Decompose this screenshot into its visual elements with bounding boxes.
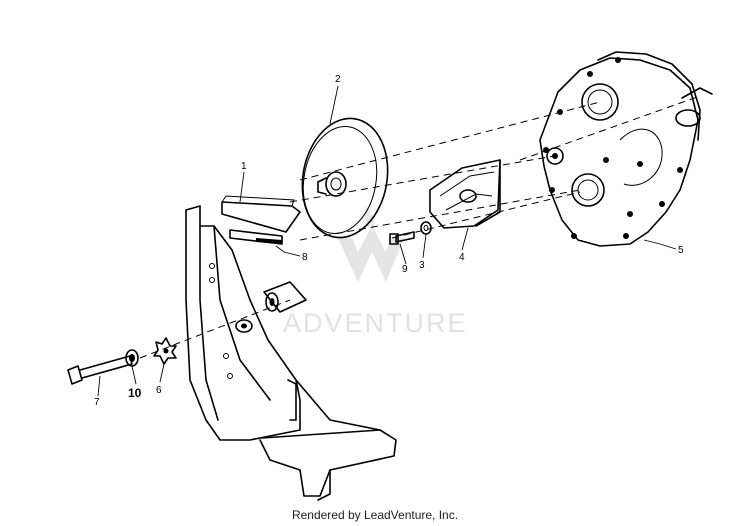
callout-4: 4 — [459, 252, 465, 263]
drive-pulley-disc — [301, 117, 389, 239]
main-frame — [185, 205, 397, 501]
star-washer — [153, 337, 177, 365]
angle-bracket — [221, 195, 301, 233]
callout-1: 1 — [241, 161, 247, 172]
bolt-and-washer — [389, 221, 432, 245]
callout-10: 10 — [128, 386, 142, 400]
mounting-bracket — [429, 159, 501, 229]
watermark-logo-icon — [338, 226, 404, 282]
spacer-plate — [229, 229, 283, 245]
leader-lines — [97, 85, 677, 397]
callout-8: 8 — [302, 252, 308, 263]
callout-2: 2 — [335, 74, 341, 85]
callout-9: 9 — [402, 264, 408, 275]
callout-7: 7 — [94, 397, 100, 408]
callout-3: 3 — [419, 260, 425, 271]
callout-5: 5 — [678, 245, 684, 256]
footer-credit: Rendered by LeadVenture, Inc. — [291, 508, 459, 522]
spacer-tube — [263, 281, 307, 313]
gear-case-housing — [539, 51, 713, 247]
callouts: 1 2 3 4 5 6 7 8 9 10 — [94, 74, 684, 408]
watermark-text: ADVENTURE — [283, 308, 468, 338]
watermark: ADVENTURE — [283, 206, 468, 338]
callout-6: 6 — [156, 385, 162, 396]
